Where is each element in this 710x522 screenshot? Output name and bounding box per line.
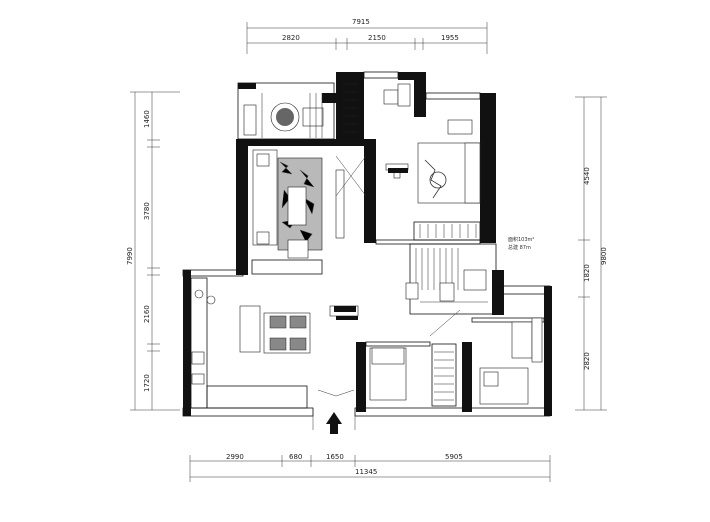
area-annotation-1: 面积103m² [508, 236, 534, 243]
bottom-dimension-chain: 2990 680 1650 5905 11345 [189, 453, 551, 482]
right-dimension-chain: 4540 1820 2820 9800 [575, 96, 608, 411]
bedroom-2 [369, 343, 457, 407]
kitchen-dining [190, 277, 461, 409]
left-dim-seg-2: 3780 [143, 202, 151, 220]
right-dim-seg-3: 2820 [583, 352, 591, 370]
bottom-total-dim: 11345 [355, 468, 377, 476]
balcony [243, 93, 324, 138]
walls [182, 71, 552, 417]
master-bedroom: 面积103m² 总建 87m [339, 79, 534, 251]
ceiling-marks [334, 168, 408, 312]
right-dim-seg-2: 1820 [583, 264, 591, 282]
top-dim-seg-3: 1955 [441, 34, 459, 42]
right-dim-seg-1: 4540 [583, 167, 591, 185]
living-room [251, 149, 367, 275]
top-total-dim: 7915 [352, 18, 370, 26]
top-dim-seg-2: 2150 [368, 34, 386, 42]
area-annotation-2: 总建 87m [508, 244, 531, 251]
entrance [312, 389, 356, 434]
coffee-table [287, 186, 307, 226]
left-dim-seg-3: 2160 [143, 305, 151, 323]
entrance-arrow-icon [326, 412, 342, 424]
top-dimension-chain: 7915 2820 2150 1955 [246, 18, 488, 54]
left-dim-seg-4: 1720 [143, 374, 151, 392]
bedroom-3 [479, 317, 543, 405]
left-dim-seg-1: 1460 [143, 110, 151, 128]
top-dim-seg-1: 2820 [282, 34, 300, 42]
bottom-dim-seg-2: 680 [289, 453, 302, 461]
right-total-dim: 9800 [600, 247, 608, 265]
bathroom [405, 248, 488, 303]
bottom-dim-seg-3: 1650 [326, 453, 344, 461]
left-dimension-chain: 7990 1460 3780 2160 1720 [126, 91, 180, 411]
bottom-dim-seg-4: 5905 [445, 453, 463, 461]
bottom-dim-seg-1: 2990 [226, 453, 244, 461]
left-total-dim: 7990 [126, 247, 134, 265]
